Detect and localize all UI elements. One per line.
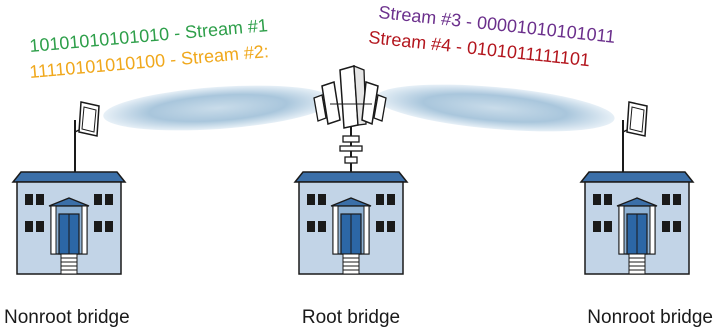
center-bridge-label: Root bridge [302,307,400,328]
root-bridge-building [294,171,408,275]
panel-antenna-icon [74,101,100,173]
left-nonroot-bridge-building [12,171,126,275]
right-bridge-label: Nonroot bridge [587,307,713,328]
left-bridge-label: Nonroot bridge [4,307,130,328]
panel-antenna-icon [622,101,648,173]
omni-antenna-array-icon [313,65,387,172]
right-wireless-beam [375,84,615,132]
right-nonroot-bridge-building [580,171,694,275]
left-wireless-beam [103,85,333,131]
